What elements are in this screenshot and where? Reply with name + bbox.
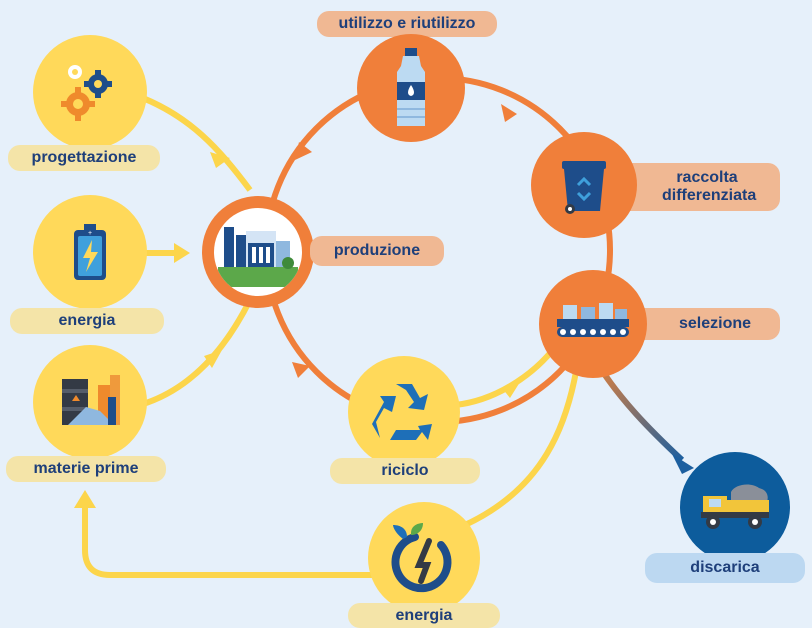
dump-truck-icon xyxy=(701,484,769,529)
flow-design xyxy=(133,92,253,192)
recycle-bin-icon xyxy=(562,161,606,214)
flow-sorting-to-energy xyxy=(463,344,583,528)
energy-leaf-icon xyxy=(391,523,452,593)
design-label: progettazione xyxy=(8,145,160,171)
arrow-design xyxy=(210,152,230,168)
landfill-node xyxy=(680,452,790,562)
use-label: utilizzo e riutilizzo xyxy=(317,11,497,37)
svg-text:+: + xyxy=(88,230,92,237)
recycling-node xyxy=(348,356,460,468)
energy-input-node: + xyxy=(33,195,147,309)
landfill-label: discarica xyxy=(645,553,805,583)
arrow-sorting-to-landfill xyxy=(672,454,694,474)
use-node xyxy=(357,34,465,142)
collection-node xyxy=(531,132,637,238)
recycle-arrows-icon xyxy=(372,384,432,440)
flow-sorting-to-recycling xyxy=(454,338,563,408)
production-label: produzione xyxy=(310,236,444,266)
arrow-raw xyxy=(204,350,222,368)
design-node xyxy=(33,35,147,149)
flow-raw xyxy=(139,298,253,408)
arrow-energy-in xyxy=(174,243,190,263)
recycling-label: riciclo xyxy=(330,458,480,484)
raw-materials-icon xyxy=(62,375,120,425)
arrow-production-to-use xyxy=(295,142,312,160)
battery-icon: + xyxy=(74,224,106,280)
sorting-node xyxy=(539,270,647,378)
raw-node xyxy=(33,345,147,459)
arrow-recycling-to-production xyxy=(292,362,310,378)
flow-energy-to-raw xyxy=(82,500,375,578)
water-bottle-icon xyxy=(397,48,425,126)
arrow-use-to-collection xyxy=(501,104,517,122)
arrow-sorting-to-recycling xyxy=(502,382,520,398)
factory-icon xyxy=(218,227,298,287)
energy-input-label: energia xyxy=(10,308,164,334)
production-node xyxy=(202,196,314,308)
energy-output-node xyxy=(368,502,480,614)
conveyor-belt-icon xyxy=(557,303,629,337)
arrow-energy-to-raw xyxy=(74,490,96,508)
raw-label: materie prime xyxy=(6,456,166,482)
gears-icon xyxy=(61,65,112,121)
energy-output-label: energia xyxy=(348,603,500,628)
